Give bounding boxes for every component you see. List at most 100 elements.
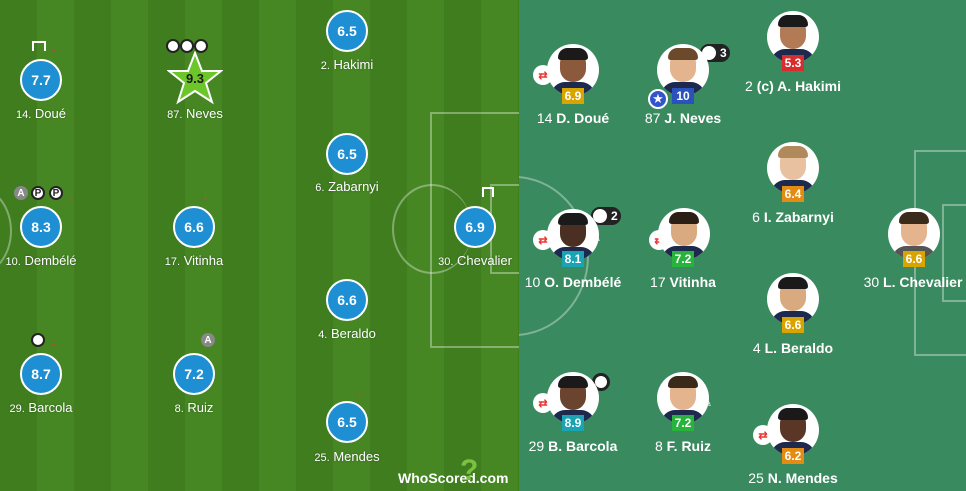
player-photo-avatar[interactable] bbox=[767, 11, 819, 63]
player-name: F. Ruiz bbox=[666, 438, 712, 454]
player-rating-bubble[interactable]: 7.7 bbox=[20, 59, 62, 101]
player-name-label: 10. Dembélé bbox=[6, 253, 77, 268]
player-name-label: 29. Barcola bbox=[10, 400, 73, 415]
player-name: J. Neves bbox=[664, 110, 722, 126]
player-name: Dembélé bbox=[24, 253, 77, 268]
player-rating-badge: 6.6 bbox=[903, 251, 925, 267]
goals-count-badge: 2 bbox=[591, 207, 621, 225]
player-rating-badge: 6.2 bbox=[782, 448, 804, 464]
penalty-icon: P bbox=[49, 186, 63, 200]
player-name: Mendes bbox=[333, 449, 380, 464]
player-name: B. Barcola bbox=[548, 438, 618, 454]
sub-off-arrow-icon: ↓ bbox=[50, 39, 57, 55]
player-number: 4 bbox=[752, 340, 761, 356]
player-name: Neves bbox=[186, 106, 223, 121]
player-number: 14. bbox=[16, 109, 32, 121]
player-number: 87 bbox=[644, 110, 661, 126]
ball-icon bbox=[166, 39, 180, 53]
ball-icon bbox=[591, 207, 609, 225]
player-name-label: 25. Mendes bbox=[314, 449, 379, 464]
sub-off-arrow-icon: ↓ bbox=[202, 186, 209, 202]
player-name: Barcola bbox=[28, 400, 73, 415]
player-number: 30. bbox=[438, 256, 454, 268]
player-name-label: 2. Hakimi bbox=[321, 57, 374, 72]
player-rating-badge: 10 bbox=[672, 88, 694, 104]
whoscored-logo[interactable]: WhoScored.com ? bbox=[398, 454, 509, 487]
player-name-label: 87 J. Neves bbox=[645, 110, 721, 126]
player-rating: 6.6 bbox=[337, 292, 357, 308]
player-rating-bubble[interactable]: 6.6 bbox=[173, 206, 215, 248]
player-photo-avatar[interactable] bbox=[657, 44, 709, 96]
player-name-label: 17 Vitinha bbox=[650, 274, 716, 290]
player-photo-avatar[interactable] bbox=[767, 142, 819, 194]
sub-off-arrow-icon: ↓ bbox=[68, 186, 75, 202]
player-rating: 6.9 bbox=[465, 219, 485, 235]
player-rating-badge: 6.6 bbox=[782, 317, 804, 333]
sub-off-arrow-icon: ↓ bbox=[50, 333, 57, 349]
penalty-icon: P bbox=[31, 186, 45, 200]
player-name: L. Chevalier bbox=[883, 274, 963, 290]
player-name: D. Doué bbox=[556, 110, 610, 126]
player-name: Vitinha bbox=[669, 274, 716, 290]
assist-letter: A bbox=[204, 334, 212, 346]
player-number: 10. bbox=[5, 256, 21, 268]
man-of-the-match-star-icon: ★ bbox=[648, 89, 668, 109]
player-number: 29 bbox=[528, 438, 545, 454]
player-number: 2. bbox=[320, 60, 330, 72]
player-rating: 8.3 bbox=[31, 219, 51, 235]
player-number: 29. bbox=[9, 403, 25, 415]
player-rating-badge: 8.9 bbox=[562, 415, 584, 431]
player-name: O. Dembélé bbox=[544, 274, 622, 290]
player-rating-badge: 7.2 bbox=[672, 251, 694, 267]
lineup-panel-classic: ↓ 7.7 14. Doué 9.3 87. Neves 6.5 2. Haki… bbox=[0, 0, 519, 491]
player-name-label: 87. Neves bbox=[167, 106, 223, 121]
lineup-panel-modern: ⇄ 6.9 14 D. Doué 3 ★ 10 87 J. Neves 5.3 … bbox=[519, 0, 966, 491]
player-name-label: 30 L. Chevalier bbox=[864, 274, 963, 290]
player-name-label: 14. Doué bbox=[16, 106, 66, 121]
penalty-arc-line bbox=[392, 184, 472, 274]
player-rating: 6.5 bbox=[337, 414, 357, 430]
player-rating-badge: 7.2 bbox=[672, 415, 694, 431]
player-rating: 8.7 bbox=[31, 366, 51, 382]
player-rating-bubble[interactable]: 6.5 bbox=[326, 133, 368, 175]
player-rating-bubble[interactable]: 8.7 bbox=[20, 353, 62, 395]
player-number: 8 bbox=[654, 438, 663, 454]
player-photo-avatar[interactable] bbox=[658, 208, 710, 260]
player-rating-bubble[interactable]: 8.3 bbox=[20, 206, 62, 248]
player-rating-badge: 8.1 bbox=[562, 251, 584, 267]
player-name-label: 30. Chevalier bbox=[438, 253, 512, 268]
logo-question-icon: ? bbox=[460, 454, 479, 487]
goals-count: 3 bbox=[720, 46, 727, 60]
ball-icon bbox=[31, 333, 45, 347]
player-rating-bubble[interactable]: 7.2 bbox=[173, 353, 215, 395]
player-rating-bubble[interactable]: 6.9 bbox=[454, 206, 496, 248]
player-rating: 7.2 bbox=[184, 366, 204, 382]
player-name: Doué bbox=[34, 106, 66, 121]
player-name-label: 2 (c) A. Hakimi bbox=[745, 78, 841, 94]
boot-icon: ✎ bbox=[702, 396, 713, 410]
player-name-label: 25 N. Mendes bbox=[748, 470, 837, 486]
player-name: Chevalier bbox=[457, 253, 512, 268]
player-rating-bubble[interactable]: 6.5 bbox=[326, 10, 368, 52]
player-rating-bubble[interactable]: 6.5 bbox=[326, 401, 368, 443]
player-name: L. Beraldo bbox=[764, 340, 834, 356]
player-name: Hakimi bbox=[333, 57, 374, 72]
player-rating-bubble[interactable]: 6.6 bbox=[326, 279, 368, 321]
player-name-label: 8. Ruiz bbox=[175, 400, 214, 415]
player-name-label: 14 D. Doué bbox=[537, 110, 609, 126]
player-number: 6 bbox=[752, 209, 760, 225]
player-number: 8. bbox=[174, 403, 184, 415]
player-name: Vitinha bbox=[183, 253, 224, 268]
player-number: 17 bbox=[650, 274, 666, 290]
assist-icon: A bbox=[14, 186, 28, 200]
man-of-the-match-star-icon[interactable] bbox=[167, 51, 223, 105]
player-number: 25 bbox=[748, 470, 764, 486]
player-name: Ruiz bbox=[187, 400, 214, 415]
brand-label: WhoScored.com bbox=[398, 470, 509, 486]
player-number: 17. bbox=[164, 256, 181, 268]
player-name-label: 4. Beraldo bbox=[318, 326, 376, 341]
player-name: I. Zabarnyi bbox=[763, 209, 834, 225]
goal-balls-icon bbox=[166, 39, 208, 58]
player-rating-badge: 5.3 bbox=[782, 55, 804, 71]
sub-off-arrow-icon: ↓ bbox=[356, 382, 363, 398]
